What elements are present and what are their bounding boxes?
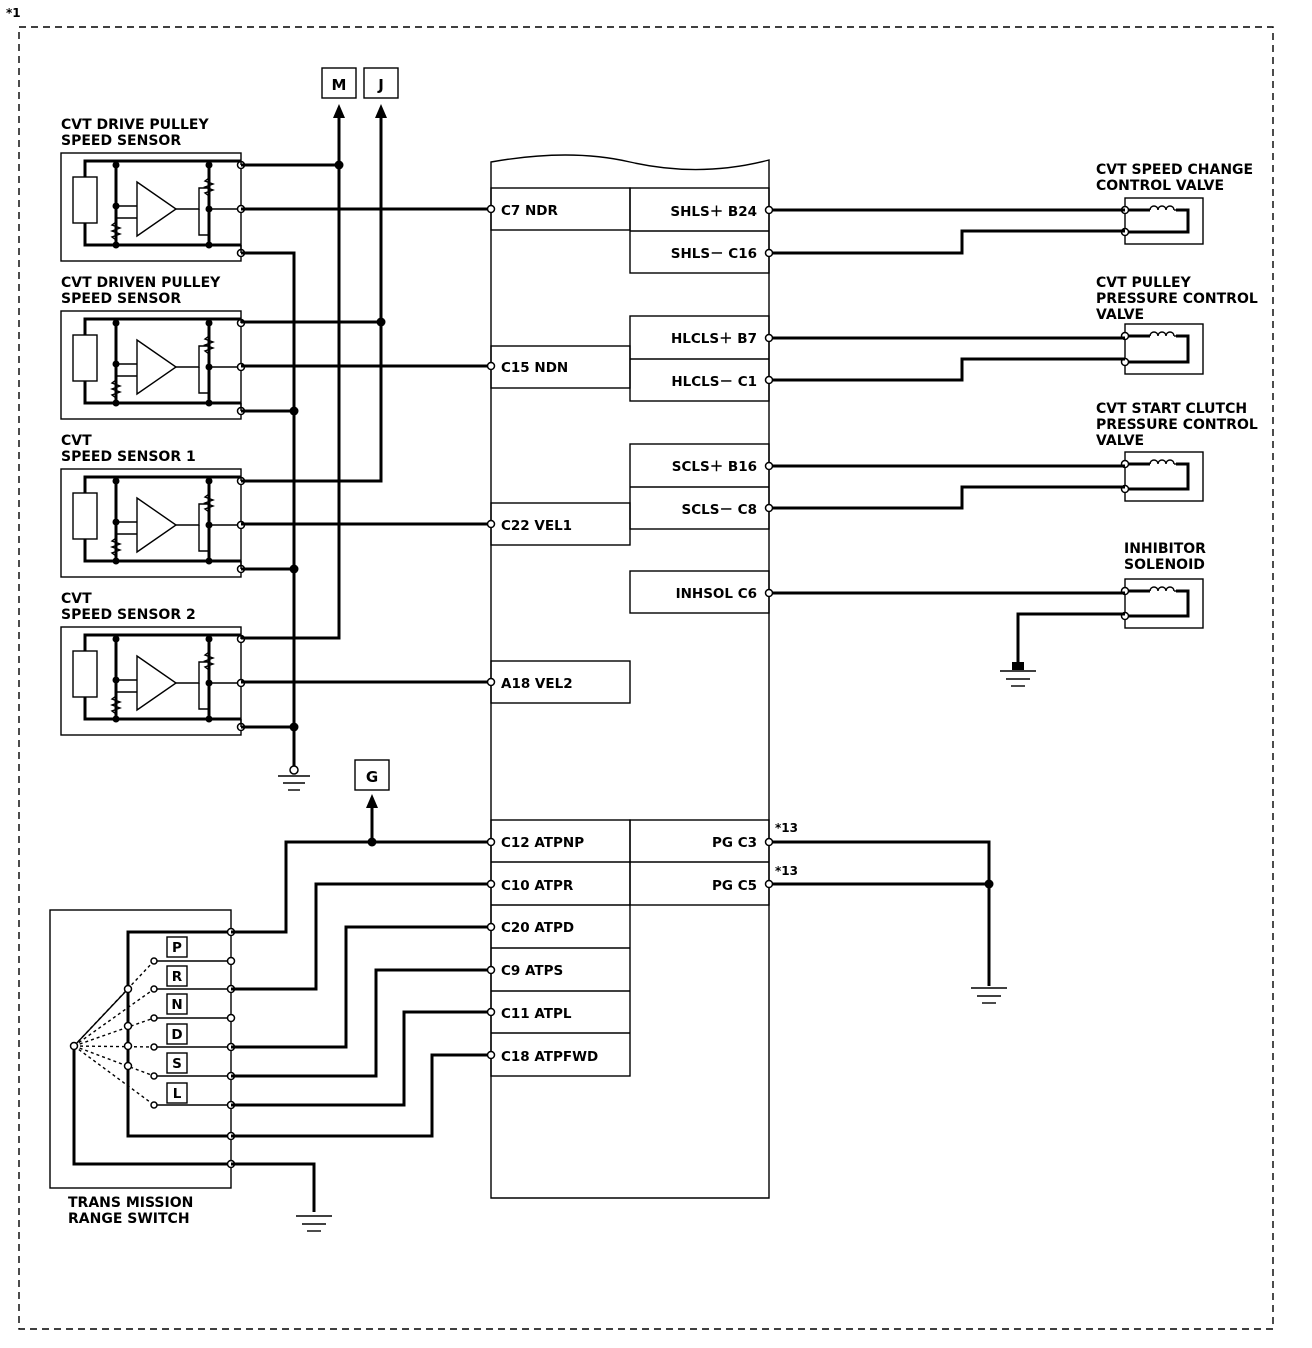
range-position-n: N	[166, 993, 188, 1015]
range-position-label: R	[172, 969, 183, 985]
solenoid-valve-2	[1120, 323, 1204, 375]
pin-pg-c5: PG C5	[712, 878, 757, 894]
connector-j: J	[363, 67, 399, 99]
speed-sensor-3	[60, 468, 246, 578]
valve-3-title-1: CVT START CLUTCH	[1096, 401, 1247, 417]
valve-3-title-3: VALVE	[1096, 433, 1144, 449]
valve-4-title-2: SOLENOID	[1124, 557, 1205, 573]
pin-hlcls-minus-c1: HLCLS－ C1	[671, 374, 757, 390]
pin-scls-minus-c8: SCLS－ C8	[682, 502, 757, 518]
sensor-1-title-1: CVT DRIVE PULLEY	[61, 117, 209, 133]
valve-1-title-2: CONTROL VALVE	[1096, 178, 1224, 194]
valve-4-title-1: INHIBITOR	[1124, 541, 1206, 557]
pin-c22-vel1: C22 VEL1	[501, 518, 572, 534]
ecm-right-boxes	[629, 187, 770, 906]
sensor-3-title-2: SPEED SENSOR 1	[61, 449, 196, 465]
pin-c15-ndn: C15 NDN	[501, 360, 568, 376]
range-switch-title-1: TRANS MISSION	[68, 1195, 193, 1211]
pin-a18-vel2: A18 VEL2	[501, 676, 573, 692]
sensor-2-title-2: SPEED SENSOR	[61, 291, 181, 307]
diagram-frame	[18, 26, 1274, 1330]
speed-sensor-2	[60, 310, 246, 420]
range-position-label: S	[172, 1056, 182, 1072]
pin-c9-atps: C9 ATPS	[501, 963, 563, 979]
range-position-r: R	[166, 965, 188, 987]
inhibitor-ground-icon	[1000, 662, 1036, 687]
solenoid-valve-1	[1120, 197, 1204, 245]
sensor-4-title-1: CVT	[61, 591, 92, 607]
pin-c18-atpfwd: C18 ATPFWD	[501, 1049, 598, 1065]
range-position-label: L	[173, 1086, 182, 1102]
range-position-p: P	[166, 936, 188, 958]
speed-sensor-4	[60, 626, 246, 736]
sensor-4-title-2: SPEED SENSOR 2	[61, 607, 196, 623]
ecm-left-boxes	[490, 187, 631, 1077]
connector-m: M	[321, 67, 357, 99]
sensor-1-title-2: SPEED SENSOR	[61, 133, 181, 149]
sensor-2-title-1: CVT DRIVEN PULLEY	[61, 275, 221, 291]
pin-scls-plus-b16: SCLS＋ B16	[672, 459, 757, 475]
arrow-g-icon	[366, 794, 378, 808]
pin-shls-minus-c16: SHLS－ C16	[671, 246, 757, 262]
arrow-j-icon	[375, 104, 387, 118]
pin-c20-atpd: C20 ATPD	[501, 920, 574, 936]
pg-ground-icon	[971, 987, 1007, 1004]
pin-c10-atpr: C10 ATPR	[501, 878, 574, 894]
ecm-body	[490, 154, 770, 1199]
pin-inhsol-c6: INHSOL C6	[676, 586, 757, 602]
speed-sensor-1	[60, 152, 246, 262]
range-position-label: N	[171, 997, 182, 1013]
connector-j-label: J	[377, 76, 384, 94]
range-switch-ground-icon	[296, 1215, 332, 1232]
ecm-terminals	[486, 204, 774, 1060]
valve-2-title-2: PRESSURE CONTROL	[1096, 291, 1258, 307]
range-switch-title-2: RANGE SWITCH	[68, 1211, 190, 1227]
range-position-s: S	[166, 1052, 188, 1074]
connector-g: G	[354, 759, 390, 791]
valve-wiring	[769, 208, 1125, 986]
pin-c12-atpnp: C12 ATPNP	[501, 835, 584, 851]
pin-c7-ndr: C7 NDR	[501, 203, 559, 219]
pg-c3-note: *13	[775, 821, 798, 835]
connector-g-label: G	[366, 768, 378, 786]
solenoid-valve-4	[1120, 578, 1204, 629]
pin-pg-c3: PG C3	[712, 835, 757, 851]
pin-shls-plus-b24: SHLS＋ B24	[670, 204, 757, 220]
pin-hlcls-plus-b7: HLCLS＋ B7	[671, 331, 757, 347]
range-switch-wiring	[231, 808, 491, 1212]
valve-2-title-1: CVT PULLEY	[1096, 275, 1192, 291]
sensor-ground-icon	[278, 765, 310, 791]
range-position-label: D	[171, 1027, 182, 1043]
frame-note: *1	[6, 6, 21, 20]
solenoid-valve-3	[1120, 451, 1204, 502]
range-position-d: D	[166, 1023, 188, 1045]
pin-c11-atpl: C11 ATPL	[501, 1006, 572, 1022]
sensor-wiring	[241, 118, 491, 768]
valve-1-title-1: CVT SPEED CHANGE	[1096, 162, 1253, 178]
arrow-m-icon	[333, 104, 345, 118]
sensor-3-title-1: CVT	[61, 433, 92, 449]
range-position-label: P	[172, 940, 182, 956]
pg-c5-note: *13	[775, 864, 798, 878]
range-position-l: L	[166, 1082, 188, 1104]
valve-2-title-3: VALVE	[1096, 307, 1144, 323]
valve-3-title-2: PRESSURE CONTROL	[1096, 417, 1258, 433]
connector-m-label: M	[332, 76, 347, 94]
